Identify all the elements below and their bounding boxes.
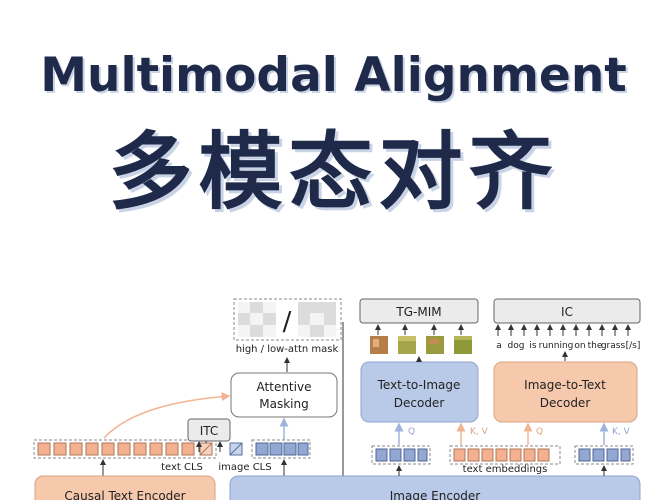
text-to-image-decoder-box <box>360 361 479 423</box>
causal-text-encoder-box <box>34 475 216 500</box>
tg-mim-box <box>359 298 479 324</box>
mask-label: high / low-attn mask <box>236 344 339 355</box>
caption-token: grass <box>601 341 626 351</box>
text-to-image-decoder-label-2: Decoder <box>394 396 445 410</box>
ic-output-arrows <box>495 324 631 336</box>
i2t-image-token-row <box>574 445 634 465</box>
t2i-key-value-label: K, V <box>470 427 489 437</box>
text-cls-label: text CLS <box>161 462 203 473</box>
itc-box <box>187 418 231 442</box>
t2i-query-label: Q <box>408 427 415 437</box>
text-embeddings-label: text embeddings <box>463 464 548 475</box>
caption-token: running <box>539 341 574 351</box>
text-to-image-decoder-label-1: Text-to-Image <box>377 378 461 392</box>
ic-label: IC <box>561 305 573 319</box>
caption-token: a <box>496 341 502 351</box>
caption-token: on <box>574 341 585 351</box>
caption-token: dog <box>508 341 525 351</box>
text-embeddings-row <box>449 445 561 465</box>
caption-token: the <box>588 341 603 351</box>
attention-mask-thumbnails: / <box>233 298 342 341</box>
i2t-query-label: Q <box>536 427 543 437</box>
attentive-masking-label-1: Attentive <box>257 380 312 394</box>
tg-mim-label: TG-MIM <box>395 305 441 319</box>
text-token-row <box>33 439 217 459</box>
mask-separator: / <box>283 307 292 337</box>
attentive-masking-label-2: Masking <box>259 397 308 411</box>
image-to-text-decoder-label-2: Decoder <box>540 396 591 410</box>
image-encoder-box <box>229 475 641 500</box>
i2t-key-value-label: K, V <box>612 427 631 437</box>
image-to-text-decoder-box <box>493 361 638 423</box>
t2i-image-token-row <box>371 445 431 465</box>
caption-token-text: a dog is running on the grass [/s] <box>496 341 640 351</box>
ic-box <box>493 298 641 324</box>
image-to-text-decoder-label-1: Image-to-Text <box>524 378 606 392</box>
low-attn-mask-image <box>298 302 336 337</box>
attentive-masking-box <box>230 372 338 418</box>
causal-text-encoder-label: Causal Text Encoder <box>64 489 185 500</box>
page-title-chinese: 多模态对齐 <box>108 123 559 221</box>
caption-token: is <box>529 341 537 351</box>
high-attn-mask-image <box>238 302 276 337</box>
itc-label: ITC <box>200 424 219 438</box>
page-title-english: Multimodal Alignment <box>40 48 627 103</box>
reconstructed-patches <box>370 324 472 354</box>
text-to-masking-arrow <box>103 392 231 439</box>
caption-token: [/s] <box>626 341 641 351</box>
image-token-row-center <box>251 439 311 459</box>
image-encoder-label: Image Encoder <box>390 489 481 500</box>
image-cls-label: image CLS <box>218 462 271 473</box>
